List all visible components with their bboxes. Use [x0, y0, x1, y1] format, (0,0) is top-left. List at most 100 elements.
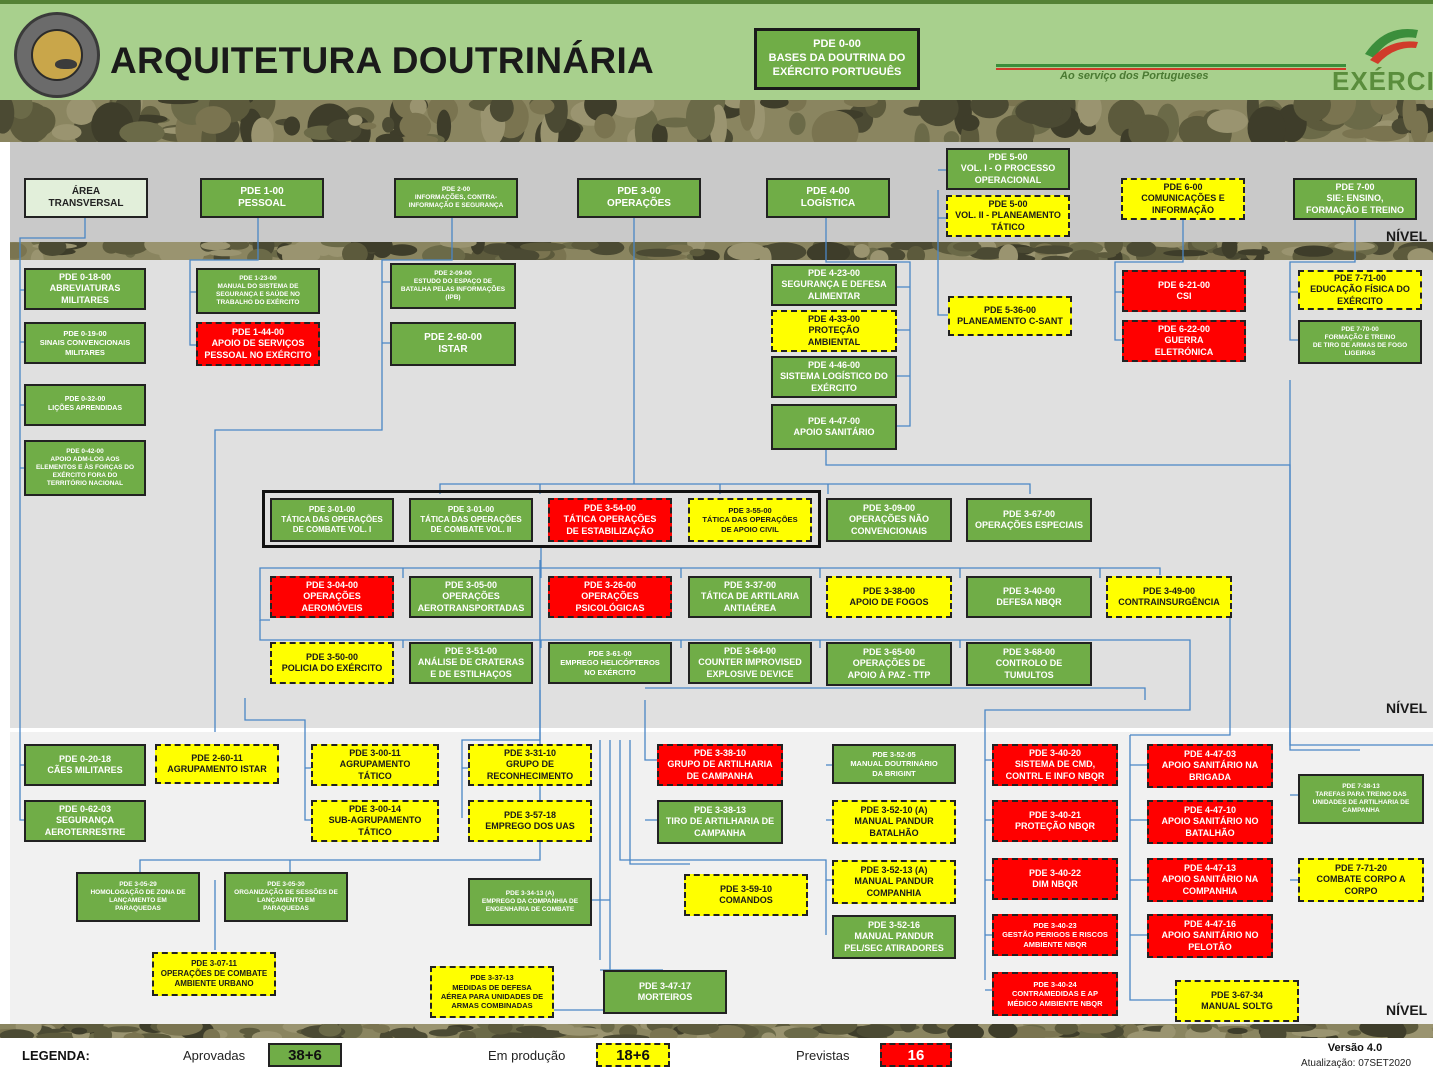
node-pde-0-20-18[interactable]: PDE 0-20-18 CÃES MILITARES: [24, 744, 146, 786]
node-pde-3-54-00[interactable]: PDE 3-54-00 TÁTICA OPERAÇÕES DE ESTABILI…: [548, 498, 672, 542]
flag-logo-icon: [1365, 29, 1418, 64]
node-pde-3-64-00[interactable]: PDE 3-64-00 COUNTER IMPROVISED EXPLOSIVE…: [688, 642, 812, 684]
node-pde-3-04-00[interactable]: PDE 3-04-00 OPERAÇÕES AEROMÓVEIS: [270, 576, 394, 618]
node-pde-3-52-13[interactable]: PDE 3-52-13 (A) MANUAL PANDUR COMPANHIA: [832, 860, 956, 904]
camouflage-band: [0, 100, 1433, 142]
node-pde-3-67-00[interactable]: PDE 3-67-00 OPERAÇÕES ESPECIAIS: [966, 498, 1092, 542]
brand-logo-text: EXÉRCITO: [1332, 66, 1433, 96]
tagline: Ao serviço dos Portugueses: [1060, 70, 1209, 82]
flag-stripe-red: [996, 68, 1346, 70]
page-title: ARQUITETURA DOUTRINÁRIA: [110, 40, 655, 81]
node-pde-3-34-13[interactable]: PDE 3-34-13 (A) EMPREGO DA COMPANHIA DE …: [468, 878, 592, 926]
node-pde-1-44-00[interactable]: PDE 1-44-00 APOIO DE SERVIÇOS PESSOAL NO…: [196, 322, 320, 366]
node-pde-6-22-00[interactable]: PDE 6-22-00 GUERRA ELETRÓNICA: [1122, 320, 1246, 362]
level-label-2: NÍVEL: [1386, 700, 1428, 716]
update-date: Atualização: 07SET2020: [1300, 1058, 1412, 1069]
node-pde-1-23-00[interactable]: PDE 1-23-00 MANUAL DO SISTEMA DE SEGURAN…: [196, 268, 320, 314]
node-pde-4-00[interactable]: PDE 4-00 LOGÍSTICA: [766, 178, 890, 218]
camouflage-band: [0, 1024, 1433, 1038]
legend-production-count: 18+6: [596, 1043, 670, 1067]
node-pde-3-40-23[interactable]: PDE 3-40-23 GESTÃO PERIGOS E RISCOS AMBI…: [992, 914, 1118, 956]
node-pde-0-00[interactable]: PDE 0-00 BASES DA DOUTRINA DO EXÉRCITO P…: [754, 28, 920, 90]
node-pde-5-00-vol2[interactable]: PDE 5-00 Vol. II - PLANEAMENTO TÁTICO: [946, 195, 1070, 237]
node-pde-2-60-11[interactable]: PDE 2-60-11 AGRUPAMENTO ISTAR: [155, 744, 279, 784]
node-pde-3-59-10[interactable]: PDE 3-59-10 COMANDOS: [684, 874, 808, 916]
node-pde-7-38-13[interactable]: PDE 7-38-13 TAREFAS PARA TREINO DAS UNID…: [1298, 774, 1424, 824]
army-doctrine-emblem-icon: [14, 12, 100, 98]
node-pde-3-38-10[interactable]: PDE 3-38-10 GRUPO DE ARTILHARIA DE CAMPA…: [657, 744, 783, 786]
node-pde-7-00[interactable]: PDE 7-00 SIE: ENSINO, FORMAÇÃO E TREINO: [1293, 178, 1417, 220]
level-label-1: NÍVEL: [1386, 228, 1428, 244]
node-pde-3-00[interactable]: PDE 3-00 OPERAÇÕES: [577, 178, 701, 218]
node-pde-0-62-03[interactable]: PDE 0-62-03 SEGURANÇA AEROTERRESTRE: [24, 800, 146, 842]
node-pde-3-38-13[interactable]: PDE 3-38-13 TIRO DE ARTILHARIA DE CAMPAN…: [657, 800, 783, 844]
node-pde-3-26-00[interactable]: PDE 3-26-00 OPERAÇÕES PSICOLÓGICAS: [548, 576, 672, 618]
node-pde-3-67-34[interactable]: PDE 3-67-34 MANUAL SOLTG: [1175, 980, 1299, 1022]
node-pde-3-40-00[interactable]: PDE 3-40-00 DEFESA NBQR: [966, 576, 1092, 618]
node-pde-4-47-16[interactable]: PDE 4-47-16 APOIO SANITÁRIO NO PELOTÃO: [1147, 914, 1273, 958]
node-pde-3-52-16[interactable]: PDE 3-52-16 MANUAL PANDUR PEL/SEC ATIRAD…: [832, 915, 956, 959]
node-pde-3-07-11[interactable]: PDE 3-07-11 OPERAÇÕES DE COMBATE AMBIENT…: [152, 952, 276, 996]
node-pde-3-65-00[interactable]: PDE 3-65-00 OPERAÇÕES DE APOIO À PAZ - T…: [826, 642, 952, 686]
node-pde-1-00[interactable]: PDE 1-00 PESSOAL: [200, 178, 324, 218]
node-pde-5-00-vol1[interactable]: PDE 5-00 Vol. I - O PROCESSO OPERACIONAL: [946, 148, 1070, 190]
node-pde-3-00-11[interactable]: PDE 3-00-11 AGRUPAMENTO TÁTICO: [311, 744, 439, 786]
node-pde-7-71-00[interactable]: PDE 7-71-00 EDUCAÇÃO FÍSICA DO EXÉRCITO: [1298, 270, 1422, 310]
legend-approved-count: 38+6: [268, 1043, 342, 1067]
node-pde-0-19-00[interactable]: PDE 0-19-00 SINAIS CONVENCIONAIS MILITAR…: [24, 322, 146, 364]
node-pde-0-32-00[interactable]: PDE 0-32-00 LIÇÕES APRENDIDAS: [24, 384, 146, 426]
node-pde-3-61-00[interactable]: PDE 3-61-00 EMPREGO HELICÓPTEROS NO EXÉR…: [548, 642, 672, 684]
node-pde-3-51-00[interactable]: PDE 3-51-00 ANÁLISE DE CRATERAS E DE EST…: [409, 642, 533, 684]
node-pde-7-70-00[interactable]: PDE 7-70-00 FORMAÇÃO E TREINO DE TIRO DE…: [1298, 320, 1422, 364]
node-pde-3-55-00[interactable]: PDE 3-55-00 TÁTICA DAS OPERAÇÕES DE APOI…: [688, 498, 812, 542]
node-pde-2-60-00[interactable]: PDE 2-60-00 ISTAR: [390, 322, 516, 366]
node-pde-3-31-10[interactable]: PDE 3-31-10 GRUPO DE RECONHECIMENTO: [468, 744, 592, 786]
legend-planned-count: 16: [880, 1043, 952, 1067]
node-pde-3-50-00[interactable]: PDE 3-50-00 POLICIA DO EXÉRCITO: [270, 642, 394, 684]
node-pde-3-38-00[interactable]: PDE 3-38-00 APOIO DE FOGOS: [826, 576, 952, 618]
node-pde-3-37-00[interactable]: PDE 3-37-00 TÁTICA DE ARTILARIA ANTIAÉRE…: [688, 576, 812, 618]
node-pde-0-18-00[interactable]: PDE 0-18-00 ABREVIATURAS MILITARES: [24, 268, 146, 310]
node-pde-3-57-18[interactable]: PDE 3-57-18 EMPREGO DOS UAS: [468, 800, 592, 842]
node-pde-4-23-00[interactable]: PDE 4-23-00 SEGURANÇA E DEFESA ALIMENTAR: [771, 264, 897, 306]
node-pde-3-09-00[interactable]: PDE 3-09-00 OPERAÇÕES NÃO CONVENCIONAIS: [826, 498, 952, 542]
node-pde-3-68-00[interactable]: PDE 3-68-00 CONTROLO DE TUMULTOS: [966, 642, 1092, 686]
legend-approved-label: Aprovadas: [183, 1048, 246, 1063]
flag-stripe-green: [996, 64, 1346, 67]
node-pde-3-40-20[interactable]: PDE 3-40-20 SISTEMA DE CMD, CONTRL E INF…: [992, 744, 1118, 786]
node-pde-4-47-10[interactable]: PDE 4-47-10 APOIO SANITÁRIO NO BATALHÃO: [1147, 800, 1273, 844]
node-pde-2-09-00[interactable]: PDE 2-09-00 ESTUDO DO ESPAÇO DE BATALHA …: [390, 263, 516, 309]
node-pde-4-47-03[interactable]: PDE 4-47-03 APOIO SANITÁRIO NA BRIGADA: [1147, 744, 1273, 788]
node-pde-3-40-24[interactable]: PDE 3-40-24 CONTRAMEDIDAS E AP MÉDICO AM…: [992, 972, 1118, 1016]
node-pde-3-00-14[interactable]: PDE 3-00-14 SUB-AGRUPAMENTO TÁTICO: [311, 800, 439, 842]
node-pde-4-47-13[interactable]: PDE 4-47-13 APOIO SANITÁRIO NA COMPANHIA: [1147, 858, 1273, 902]
node-pde-3-01-00-vol1[interactable]: PDE 3-01-00 TÁTICA DAS OPERAÇÕES DE COMB…: [270, 498, 394, 542]
legend-label: LEGENDA:: [22, 1048, 90, 1063]
node-pde-3-49-00[interactable]: PDE 3-49-00 CONTRAINSURGÊNCIA: [1106, 576, 1232, 618]
node-pde-3-05-00[interactable]: PDE 3-05-00 OPERAÇÕES AEROTRANSPORTADAS: [409, 576, 533, 618]
node-pde-3-40-22[interactable]: PDE 3-40-22 DIM NBQR: [992, 858, 1118, 900]
node-pde-4-47-00[interactable]: PDE 4-47-00 APOIO SANITÁRIO: [771, 404, 897, 450]
node-pde-6-00[interactable]: PDE 6-00 COMUNICAÇÕES E INFORMAÇÃO: [1121, 178, 1245, 220]
node-pde-4-46-00[interactable]: PDE 4-46-00 SISTEMA LOGÍSTICO DO EXÉRCIT…: [771, 356, 897, 398]
node-pde-2-00[interactable]: PDE 2-00 INFORMAÇÕES, CONTRA- INFORMAÇÃO…: [394, 178, 518, 218]
node-pde-3-01-00-vol2[interactable]: PDE 3-01-00 TÁTICA DAS OPERAÇÕES DE COMB…: [409, 498, 533, 542]
node-pde-3-47-17[interactable]: PDE 3-47-17 MORTEIROS: [603, 970, 727, 1014]
node-pde-5-36-00[interactable]: PDE 5-36-00 PLANEAMENTO C-SANT: [948, 296, 1072, 336]
legend-planned-label: Previstas: [796, 1048, 850, 1063]
node-pde-3-05-29[interactable]: PDE 3-05-29 HOMOLOGAÇÃO DE ZONA DE LANÇA…: [76, 872, 200, 922]
node-area-transversal[interactable]: ÁREA TRANSVERSAL: [24, 178, 148, 218]
level-label-3: NÍVEL: [1386, 1002, 1428, 1018]
node-pde-3-52-10[interactable]: PDE 3-52-10 (A) MANUAL PANDUR BATALHÃO: [832, 800, 956, 844]
node-pde-3-52-05[interactable]: PDE 3-52-05 MANUAL DOUTRINÁRIO DA BRIGIN…: [832, 744, 956, 784]
node-pde-4-33-00[interactable]: PDE 4-33-00 PROTEÇÃO AMBIENTAL: [771, 310, 897, 352]
node-pde-3-37-13[interactable]: PDE 3-37-13 MEDIDAS DE DEFESA AÉREA PARA…: [430, 966, 554, 1018]
header-banner: ARQUITETURA DOUTRINÁRIA PDE 0-00 BASES D…: [0, 0, 1433, 100]
node-pde-7-71-20[interactable]: PDE 7-71-20 COMBATE CORPO A CORPO: [1298, 858, 1424, 902]
node-pde-0-42-00[interactable]: PDE 0-42-00 APOIO ADM-LOG AOS ELEMENTOS …: [24, 440, 146, 496]
node-pde-3-05-30[interactable]: PDE 3-05-30 ORGANIZAÇÃO DE SESSÕES DE LA…: [224, 872, 348, 922]
node-pde-6-21-00[interactable]: PDE 6-21-00 CSI: [1122, 270, 1246, 312]
node-pde-3-40-21[interactable]: PDE 3-40-21 PROTEÇÃO NBQR: [992, 800, 1118, 842]
